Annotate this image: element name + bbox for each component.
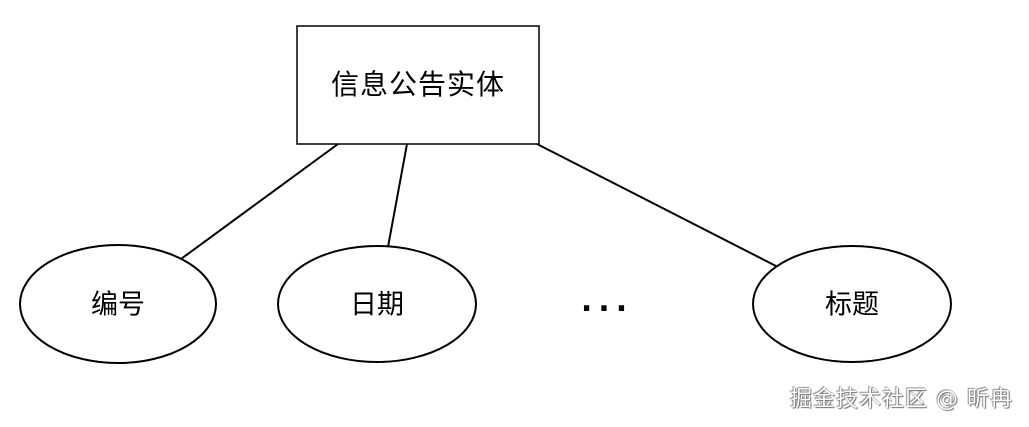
attribute-label-date: 日期 bbox=[350, 289, 404, 321]
attribute-ellipses bbox=[19, 244, 952, 364]
attribute-label-id: 编号 bbox=[91, 289, 145, 321]
connector-lines bbox=[180, 143, 777, 267]
attribute-ellipse[interactable] bbox=[19, 244, 217, 364]
connector-line bbox=[387, 143, 408, 248]
connector-line bbox=[180, 143, 339, 260]
attribute-ellipse[interactable] bbox=[277, 245, 477, 363]
attribute-ellipse[interactable] bbox=[752, 245, 952, 363]
more-attributes-ellipsis: ··· bbox=[580, 291, 634, 327]
connector-line bbox=[536, 143, 777, 267]
entity-label: 信息公告实体 bbox=[330, 68, 506, 101]
attribute-label-title: 标题 bbox=[825, 289, 879, 321]
watermark: 掘金技术社区 @ 昕冉 bbox=[790, 387, 1013, 412]
entity-box[interactable] bbox=[296, 25, 540, 145]
